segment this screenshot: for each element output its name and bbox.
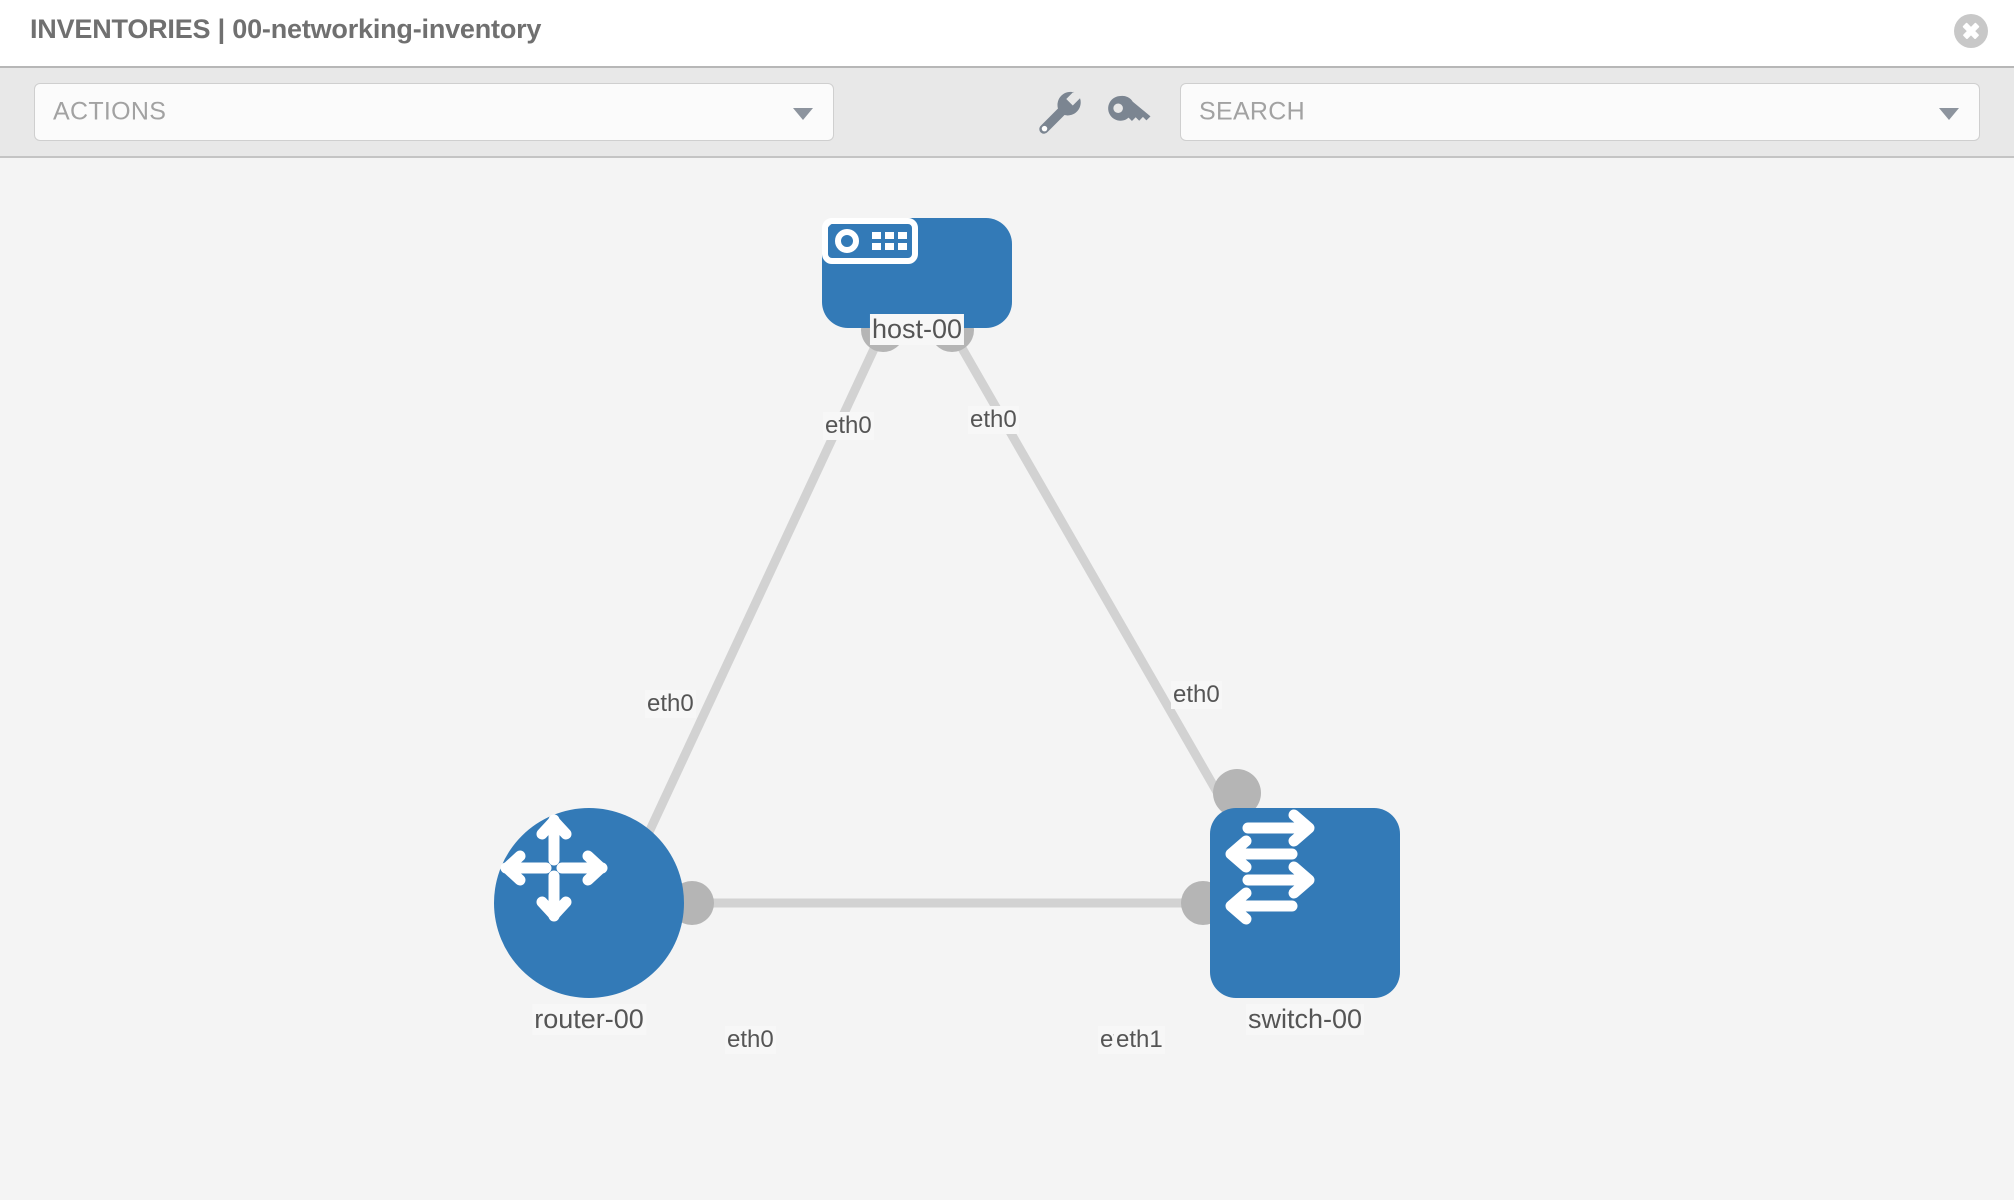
topology-graph: host-00 router-00 — [0, 158, 2014, 1200]
wrench-icon[interactable] — [1030, 83, 1088, 141]
actions-dropdown[interactable]: ACTIONS — [34, 83, 834, 141]
router-arrows-icon — [494, 808, 684, 998]
close-icon[interactable] — [1954, 14, 1988, 48]
connector-switch-top — [1213, 769, 1261, 817]
iface-label-host-right[interactable]: eth0 — [968, 406, 1019, 434]
key-icon[interactable] — [1098, 83, 1156, 141]
node-host-00-label: host-00 — [869, 314, 965, 345]
node-host-00[interactable]: host-00 — [822, 218, 1012, 378]
actions-dropdown-label: ACTIONS — [53, 97, 167, 126]
iface-label-router-upper[interactable]: eth0 — [645, 690, 696, 718]
search-input[interactable]: SEARCH — [1180, 83, 1980, 141]
toolbar: ACTIONS SEARCH — [0, 68, 2014, 158]
node-switch-00-label: switch-00 — [1245, 1004, 1365, 1035]
iface-label-switch-left[interactable]: eth1 — [1114, 1026, 1165, 1054]
page-title: INVENTORIES | 00-networking-inventory — [30, 14, 542, 44]
node-switch-00[interactable]: switch-00 — [1210, 808, 1400, 1048]
search-placeholder: SEARCH — [1199, 97, 1305, 126]
topology-canvas[interactable]: host-00 router-00 — [0, 158, 2014, 1200]
chevron-down-icon — [793, 108, 813, 120]
node-router-00[interactable]: router-00 — [494, 808, 684, 1048]
page-header: INVENTORIES | 00-networking-inventory — [0, 0, 2014, 68]
server-icon — [822, 218, 1012, 328]
iface-label-host-left[interactable]: eth0 — [823, 412, 874, 440]
node-router-00-label: router-00 — [532, 1004, 646, 1035]
switch-arrows-icon — [1210, 808, 1400, 998]
iface-label-router-right[interactable]: eth0 — [725, 1026, 776, 1054]
chevron-down-icon — [1939, 108, 1959, 120]
iface-label-switch-upper[interactable]: eth0 — [1171, 681, 1222, 709]
